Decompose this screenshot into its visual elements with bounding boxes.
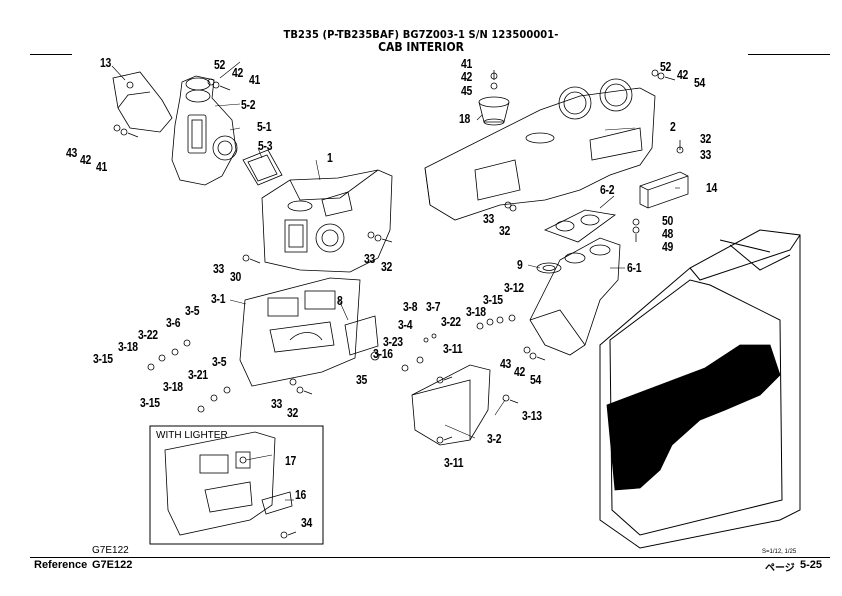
inset-title: WITH LIGHTER bbox=[156, 430, 228, 441]
callout-32: 32 bbox=[499, 223, 511, 238]
callout-3-11: 3-11 bbox=[443, 341, 463, 356]
footer-rule bbox=[30, 557, 830, 558]
callout-17: 17 bbox=[285, 453, 297, 468]
callout-3-1: 3-1 bbox=[211, 291, 226, 306]
callout-3-13: 3-13 bbox=[522, 408, 542, 423]
bracket-13 bbox=[112, 71, 173, 133]
callout-32: 32 bbox=[381, 259, 393, 274]
frame-2 bbox=[424, 78, 656, 221]
cab-frame bbox=[599, 229, 801, 549]
callout-13: 13 bbox=[100, 55, 112, 70]
callout-54: 54 bbox=[694, 75, 706, 90]
callout-6-1: 6-1 bbox=[627, 260, 642, 275]
callout-3-23: 3-23 bbox=[383, 334, 403, 349]
cover-14 bbox=[639, 171, 689, 209]
callout-5-1: 5-1 bbox=[257, 119, 272, 134]
callout-3-18: 3-18 bbox=[163, 379, 183, 394]
console-1 bbox=[261, 169, 393, 273]
callout-3-18: 3-18 bbox=[118, 339, 138, 354]
callout-32: 32 bbox=[700, 131, 712, 146]
callout-16: 16 bbox=[295, 487, 307, 502]
figure-code: G7E122 bbox=[92, 545, 129, 556]
callout-5-2: 5-2 bbox=[241, 97, 256, 112]
callout-52: 52 bbox=[660, 59, 672, 74]
callout-9: 9 bbox=[517, 257, 523, 272]
callout-8: 8 bbox=[337, 293, 343, 308]
cupholder-9 bbox=[536, 262, 562, 274]
header-rule-left bbox=[30, 54, 72, 55]
callout-45: 45 bbox=[461, 83, 473, 98]
leader-lines bbox=[111, 61, 680, 501]
drawing-title: TB235 (P-TB235BAF) BG7Z003-1 S/N 1235000… bbox=[283, 28, 559, 41]
callout-42: 42 bbox=[461, 69, 473, 84]
callout-33: 33 bbox=[483, 211, 495, 226]
inset-frame bbox=[149, 425, 324, 545]
callout-3-5: 3-5 bbox=[212, 354, 227, 369]
callout-3-22: 3-22 bbox=[441, 314, 461, 329]
callout-48: 48 bbox=[662, 226, 674, 241]
callout-3-8: 3-8 bbox=[403, 299, 418, 314]
callout-3-5: 3-5 bbox=[185, 303, 200, 318]
pillar-6-1 bbox=[529, 237, 621, 356]
gasket-5-3 bbox=[242, 149, 283, 186]
callout-50: 50 bbox=[662, 213, 674, 228]
callout-49: 49 bbox=[662, 239, 674, 254]
reference-code: G7E122 bbox=[92, 559, 133, 571]
callout-41: 41 bbox=[96, 159, 108, 174]
speaker-18 bbox=[478, 96, 510, 126]
callout-3-4: 3-4 bbox=[398, 317, 413, 332]
inset-panel bbox=[164, 431, 293, 536]
callout-42: 42 bbox=[514, 364, 526, 379]
callout-41: 41 bbox=[461, 56, 473, 71]
sheet-8 bbox=[344, 315, 379, 356]
callout-3-7: 3-7 bbox=[426, 299, 441, 314]
callout-6-2: 6-2 bbox=[600, 182, 615, 197]
callout-33: 33 bbox=[700, 147, 712, 162]
callout-3-21: 3-21 bbox=[188, 367, 208, 382]
callout-3-22: 3-22 bbox=[138, 327, 158, 342]
callout-52: 52 bbox=[214, 57, 226, 72]
callout-3-15: 3-15 bbox=[483, 292, 503, 307]
callout-42: 42 bbox=[232, 65, 244, 80]
callout-42: 42 bbox=[80, 152, 92, 167]
callout-1: 1 bbox=[327, 150, 333, 165]
callout-35: 35 bbox=[356, 372, 368, 387]
header-rule-right bbox=[748, 54, 830, 55]
page-number: 5-25 bbox=[800, 559, 823, 571]
callout-33: 33 bbox=[213, 261, 225, 276]
page-label: ページ bbox=[765, 563, 795, 574]
callout-43: 43 bbox=[500, 356, 512, 371]
scale-note: S=1/12, 1/25 bbox=[762, 549, 797, 555]
wiring-harness bbox=[606, 344, 781, 491]
callout-54: 54 bbox=[530, 372, 542, 387]
callout-3-15: 3-15 bbox=[140, 395, 160, 410]
fasteners bbox=[113, 69, 684, 539]
callout-3-18: 3-18 bbox=[466, 304, 486, 319]
callout-14: 14 bbox=[706, 180, 718, 195]
callout-33: 33 bbox=[364, 251, 376, 266]
drawing-subtitle: CAB INTERIOR bbox=[378, 40, 464, 54]
callout-34: 34 bbox=[301, 515, 313, 530]
callout-3-12: 3-12 bbox=[504, 280, 524, 295]
callout-33: 33 bbox=[271, 396, 283, 411]
callout-32: 32 bbox=[287, 405, 299, 420]
callout-3-11: 3-11 bbox=[444, 455, 464, 470]
callout-5-3: 5-3 bbox=[258, 138, 273, 153]
callout-18: 18 bbox=[459, 111, 471, 126]
plate-6-2 bbox=[543, 209, 617, 243]
callout-42: 42 bbox=[677, 67, 689, 82]
callout-2: 2 bbox=[670, 119, 676, 134]
callout-43: 43 bbox=[66, 145, 78, 160]
callout-3-15: 3-15 bbox=[93, 351, 113, 366]
callout-3-16: 3-16 bbox=[373, 346, 393, 361]
callout-3-2: 3-2 bbox=[487, 431, 502, 446]
duct-5 bbox=[171, 75, 238, 186]
panel-3-1 bbox=[239, 277, 361, 387]
cover-3-2 bbox=[411, 364, 491, 446]
callout-3-6: 3-6 bbox=[166, 315, 181, 330]
reference-label: Reference bbox=[34, 559, 88, 571]
callout-30: 30 bbox=[230, 269, 242, 284]
callout-41: 41 bbox=[249, 72, 261, 87]
